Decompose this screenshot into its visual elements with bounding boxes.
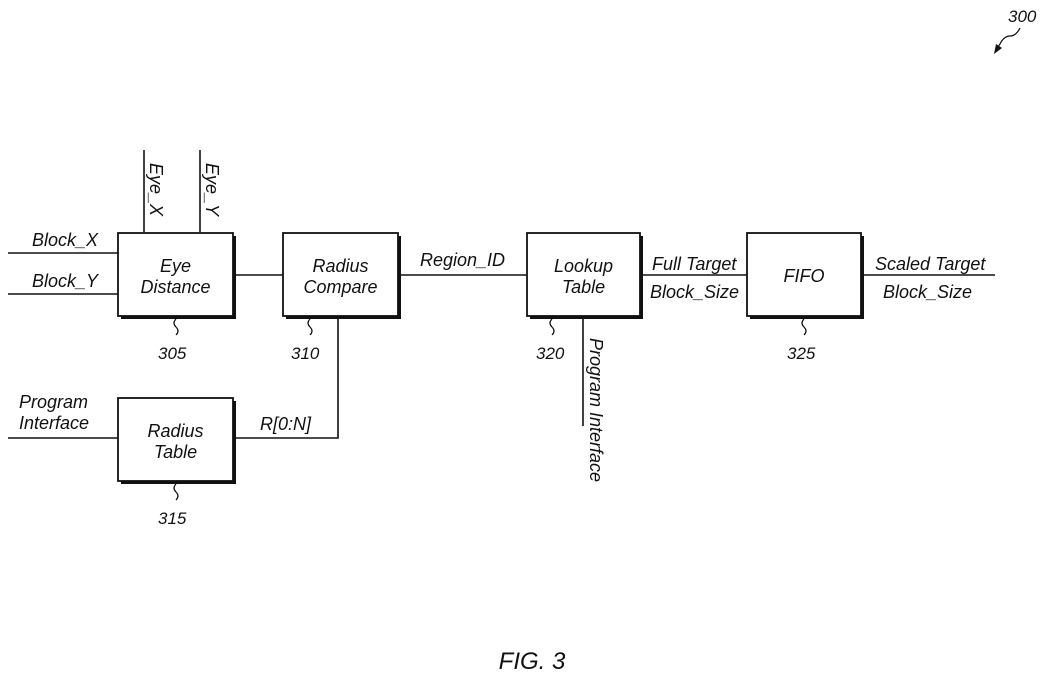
eye-distance-label-line2: Distance — [140, 277, 210, 297]
radius-table-label-line1: Radius — [147, 421, 203, 441]
lookup-table-label-line2: Table — [562, 277, 605, 297]
fifo-block: FIFO — [746, 232, 864, 319]
radius-compare-label-line2: Compare — [303, 277, 377, 297]
full-target-label-line1: Full Target — [652, 254, 737, 274]
radius-table-label-line2: Table — [154, 442, 197, 462]
eye-y-label: Eye_Y — [202, 163, 222, 218]
eye-distance-block: Eye Distance — [117, 232, 236, 319]
figure-caption: FIG. 3 — [499, 648, 566, 675]
ref-320-leader — [549, 318, 555, 336]
fifo-label: FIFO — [784, 266, 825, 286]
ref-305-label: 305 — [158, 344, 187, 363]
program-interface-left-line2: Interface — [19, 413, 89, 433]
scaled-target-label-line1: Scaled Target — [875, 254, 986, 274]
ref-325-label: 325 — [787, 344, 816, 363]
radius-compare-label-line1: Radius — [312, 256, 368, 276]
figure-ref-label: 300 — [1008, 7, 1037, 26]
block-y-label: Block_Y — [32, 271, 100, 291]
figure-ref-arrowhead — [994, 44, 1002, 54]
ref-315-label: 315 — [158, 509, 187, 528]
radius-compare-block: Radius Compare — [282, 232, 401, 319]
ref-325-leader — [801, 318, 807, 336]
program-interface-left-line1: Program — [19, 392, 88, 412]
scaled-target-label-line2: Block_Size — [883, 282, 972, 302]
r-range-label: R[0:N] — [260, 414, 312, 434]
radius-table-block: Radius Table — [117, 397, 236, 484]
lookup-table-label-line1: Lookup — [554, 256, 613, 276]
block-x-label: Block_X — [32, 230, 99, 250]
ref-315-leader — [173, 483, 179, 501]
eye-distance-label-line1: Eye — [160, 256, 191, 276]
region-id-label: Region_ID — [420, 250, 505, 270]
lookup-table-block: Lookup Table — [526, 232, 643, 319]
ref-305-leader — [173, 318, 179, 336]
wires — [8, 150, 995, 439]
eye-x-label: Eye_X — [146, 163, 166, 217]
full-target-label-line2: Block_Size — [650, 282, 739, 302]
program-interface-vertical-label: Program Interface — [586, 338, 606, 482]
ref-310-leader — [307, 318, 313, 336]
figure-ref-leader — [995, 27, 1021, 51]
ref-310-label: 310 — [291, 344, 320, 363]
wire-r-range — [233, 316, 339, 439]
ref-320-label: 320 — [536, 344, 565, 363]
